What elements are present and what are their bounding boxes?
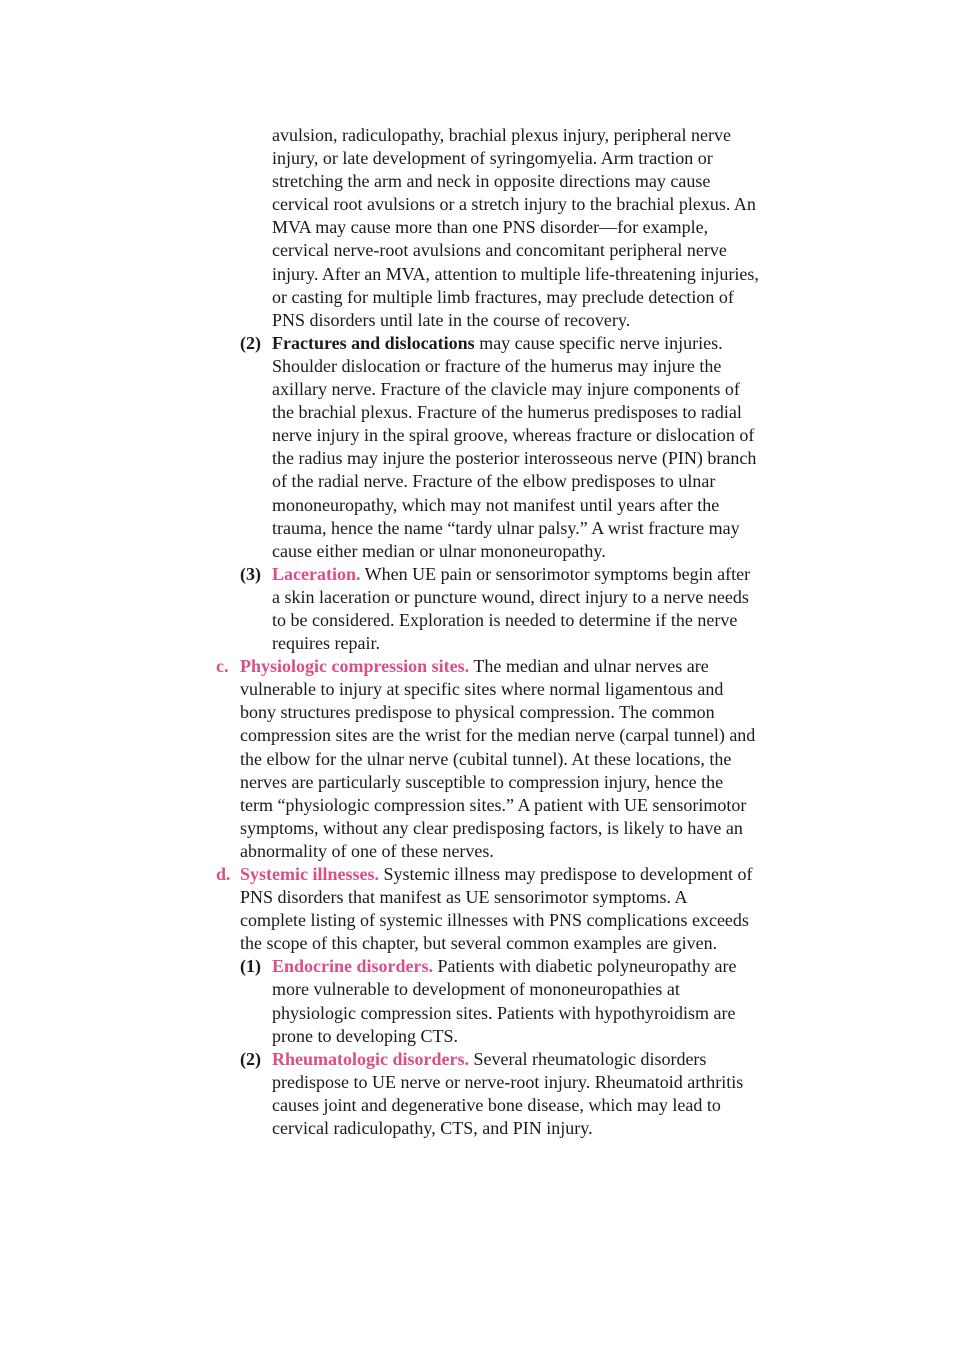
list-marker: c. bbox=[216, 656, 229, 677]
list-marker: d. bbox=[216, 864, 231, 884]
item-heading: Laceration. bbox=[272, 563, 361, 584]
item-text: Systemic illness may predispose to devel… bbox=[240, 864, 753, 954]
item-text: may cause specific nerve injuries. Shoul… bbox=[272, 332, 757, 561]
item-heading: Endocrine disorders. bbox=[272, 956, 434, 977]
list-item-body: Laceration. When UE pain or sensorimotor… bbox=[240, 563, 760, 655]
list-marker: (2) bbox=[240, 1048, 261, 1069]
list-item-body: Physiologic compression sites. The media… bbox=[216, 655, 756, 863]
item-text: The median and ulnar nerves are vulnerab… bbox=[240, 656, 756, 861]
list-item-physiologic-compression: c. Physiologic compression sites. The me… bbox=[216, 655, 756, 863]
list-item-body: Systemic illnesses. Systemic illness may… bbox=[216, 863, 756, 955]
list-item-body: Rheumatologic disorders. Several rheumat… bbox=[240, 1048, 760, 1140]
list-item-endocrine: (1) Endocrine disorders. Patients with d… bbox=[240, 955, 760, 1047]
list-marker: (2) bbox=[240, 332, 261, 353]
list-marker: (3) bbox=[240, 563, 261, 584]
item-heading: Systemic illnesses. bbox=[240, 864, 379, 884]
item-text: Several rheumatologic disorders predispo… bbox=[272, 1048, 744, 1139]
list-item-body: Endocrine disorders. Patients with diabe… bbox=[240, 955, 760, 1047]
continuation-text: avulsion, radiculopathy, brachial plexus… bbox=[272, 125, 759, 330]
item-text: Patients with diabetic polyneuropathy ar… bbox=[272, 956, 737, 1046]
list-item-rheumatologic: (2) Rheumatologic disorders. Several rhe… bbox=[240, 1048, 760, 1140]
list-marker: (1) bbox=[240, 956, 261, 977]
list-item-laceration: (3) Laceration. When UE pain or sensorim… bbox=[240, 563, 760, 655]
item-heading: Rheumatologic disorders. bbox=[272, 1048, 469, 1069]
list-item-systemic-illnesses: d. Systemic illnesses. Systemic illness … bbox=[216, 863, 756, 955]
list-item-body: Fractures and dislocations may cause spe… bbox=[240, 332, 760, 563]
item-heading: Physiologic compression sites. bbox=[240, 656, 470, 677]
continuation-paragraph: avulsion, radiculopathy, brachial plexus… bbox=[272, 124, 762, 332]
item-text: When UE pain or sensorimotor symptoms be… bbox=[272, 563, 751, 654]
document-page: avulsion, radiculopathy, brachial plexus… bbox=[0, 124, 953, 1140]
list-item-fractures: (2) Fractures and dislocations may cause… bbox=[240, 332, 760, 563]
item-heading: Fractures and dislocations bbox=[272, 332, 475, 353]
